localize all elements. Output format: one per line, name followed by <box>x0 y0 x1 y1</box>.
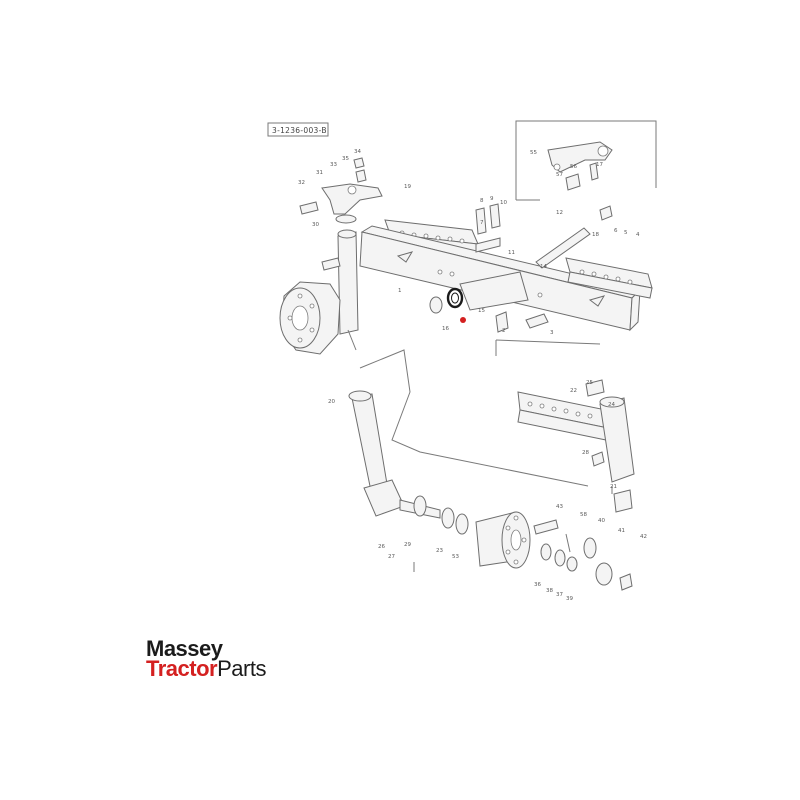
right-lower-extension <box>517 391 609 441</box>
callout: 29 <box>404 542 411 548</box>
washer-16 <box>429 296 443 314</box>
callout: 25 <box>586 380 593 386</box>
callout: 23 <box>436 548 443 554</box>
bolt-lower <box>525 313 549 329</box>
callout: 56 <box>570 164 577 170</box>
callout: 5 <box>624 230 628 236</box>
callout: 16 <box>442 326 449 332</box>
callout: 33 <box>330 162 337 168</box>
bolt-center <box>475 207 487 235</box>
callout: 39 <box>566 596 573 602</box>
callout: 57 <box>556 172 563 178</box>
callout: 10 <box>500 200 507 206</box>
callout: 19 <box>404 184 411 190</box>
callout: 32 <box>298 180 305 186</box>
inset-detail-box <box>515 120 657 201</box>
callout: 17 <box>596 162 603 168</box>
callout: 14 <box>540 264 547 270</box>
callout: 3 <box>550 330 554 336</box>
callout: 43 <box>556 504 563 510</box>
callout: 15 <box>478 308 485 314</box>
pivot-pin <box>535 227 591 269</box>
callout: 12 <box>556 210 563 216</box>
callout: 20 <box>328 399 335 405</box>
bearing-32 <box>455 513 469 535</box>
callout: 1 <box>398 288 402 294</box>
steering-arm-assembly <box>299 157 383 224</box>
callout: 22 <box>570 388 577 394</box>
steering-arm <box>321 183 383 215</box>
callout: 53 <box>452 554 459 560</box>
reference-code-box: 3-1236-003-B <box>267 122 329 137</box>
callout: 34 <box>354 149 361 155</box>
callout: 42 <box>640 534 647 540</box>
callout: 41 <box>618 528 625 534</box>
bushing-25 <box>585 379 605 397</box>
bearing-23 <box>441 507 455 529</box>
massey-tractor-parts-logo: Massey TractorParts <box>146 638 316 680</box>
logo-line-massey: Massey <box>146 636 223 661</box>
callout: 9 <box>490 196 494 202</box>
callout: 28 <box>582 450 589 456</box>
lower-spindle-shaft <box>351 393 389 497</box>
nut-inset <box>565 173 581 191</box>
callout: 27 <box>388 554 395 560</box>
callout: 7 <box>480 220 484 226</box>
bolt-left <box>299 201 319 215</box>
reference-code: 3-1236-003-B <box>272 126 327 135</box>
callout: 40 <box>598 518 605 524</box>
callout: 6 <box>614 228 618 234</box>
highlighted-part <box>446 287 466 323</box>
callout: 21 <box>610 484 617 490</box>
callout: 2 <box>502 328 506 334</box>
callout: 36 <box>534 582 541 588</box>
seal-ring <box>335 214 357 224</box>
spindle-cap <box>348 390 372 402</box>
bearing-36 <box>540 543 552 561</box>
hub-cap <box>595 562 613 586</box>
callout: 18 <box>592 232 599 238</box>
bushing-21 <box>613 489 633 513</box>
center-pivot-block <box>459 271 529 311</box>
callouts: 34 33 35 32 31 30 19 8 9 10 7 11 14 12 1… <box>298 149 647 602</box>
steering-arm-inset <box>547 141 613 173</box>
right-spindle-body <box>599 397 635 483</box>
callout: 8 <box>480 198 484 204</box>
king-pin-bolt <box>321 257 341 271</box>
pivot-pins <box>429 203 613 333</box>
callout: 31 <box>316 170 323 176</box>
seal-40 <box>583 537 597 559</box>
bolt-inset <box>589 162 599 181</box>
king-pin-housing <box>337 231 359 335</box>
highlight-marker <box>460 317 466 323</box>
logo-word-parts: Parts <box>217 656 266 681</box>
callout: 37 <box>556 592 563 598</box>
wheel-hub-assembly <box>413 495 633 591</box>
callout: 11 <box>508 250 515 256</box>
logo-line-tractor-parts: TractorParts <box>146 658 316 680</box>
callout: 24 <box>608 402 615 408</box>
logo-word-tractor: Tractor <box>146 656 218 681</box>
right-extension-bar <box>565 257 653 299</box>
bolt-42 <box>619 573 633 591</box>
callout: 4 <box>636 232 640 238</box>
callout: 58 <box>580 512 587 518</box>
right-spindle <box>585 379 635 513</box>
nut-top <box>353 157 365 169</box>
wheel-stud <box>533 519 559 535</box>
left-spindle <box>279 229 359 355</box>
seal-29 <box>413 495 427 517</box>
callout: 30 <box>312 222 319 228</box>
callout: 26 <box>378 544 385 550</box>
washer-top <box>355 169 367 183</box>
callout: 35 <box>342 156 349 162</box>
callout: 38 <box>546 588 553 594</box>
callout: 55 <box>530 150 537 156</box>
leader-lines <box>347 329 613 572</box>
left-lower-spindle <box>348 390 441 519</box>
